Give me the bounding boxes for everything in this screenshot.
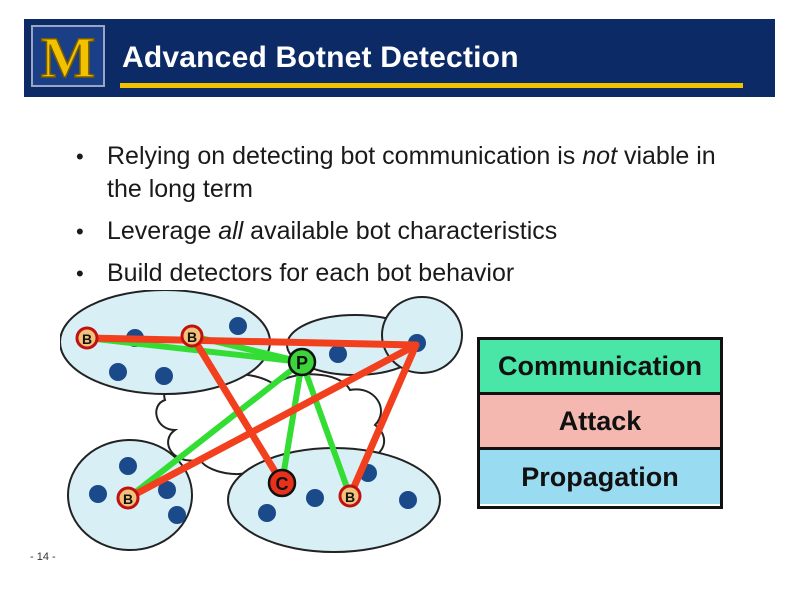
university-logo: M xyxy=(31,25,105,87)
bullet-list: • Relying on detecting bot communication… xyxy=(76,140,756,299)
bullet-item: • Leverage all available bot characteris… xyxy=(76,215,756,248)
controller-node xyxy=(267,468,297,498)
bot-node xyxy=(75,326,99,350)
behavior-legend: Communication Attack Propagation xyxy=(477,337,723,509)
logo-letter: M xyxy=(41,27,96,85)
peer-label: P xyxy=(296,353,308,373)
bot-label: B xyxy=(345,489,355,505)
attack-link xyxy=(124,341,420,502)
bullet-text-end: available bot characteristics xyxy=(243,217,558,245)
attack-link xyxy=(83,334,420,349)
host-node xyxy=(155,367,173,385)
bullet-emphasis: not xyxy=(582,142,618,170)
legend-communication: Communication xyxy=(480,340,720,395)
communication-link xyxy=(299,359,353,499)
legend-attack: Attack xyxy=(480,395,720,450)
bot-nodes: B B B B xyxy=(75,324,362,510)
communication-link xyxy=(125,359,305,501)
communication-link xyxy=(279,359,305,486)
bot-label: B xyxy=(82,331,92,347)
block-m-logo-icon: M xyxy=(40,27,96,85)
bullet-dot-icon: • xyxy=(76,144,84,169)
host-node xyxy=(258,504,276,522)
bullet-text: Build detectors for each bot behavior xyxy=(107,259,515,287)
host-node xyxy=(399,491,417,509)
host-node xyxy=(109,363,127,381)
network-cluster xyxy=(381,296,463,374)
host-node xyxy=(168,506,186,524)
host-node xyxy=(229,317,247,335)
slide-header: M Advanced Botnet Detection xyxy=(24,19,775,97)
slide-title: Advanced Botnet Detection xyxy=(122,41,519,74)
bot-node xyxy=(180,324,204,348)
host-node xyxy=(89,485,107,503)
peer-node xyxy=(287,347,317,377)
bullet-text-end: viable in the long term xyxy=(107,142,716,203)
bullet-item: • Relying on detecting bot communication… xyxy=(76,140,756,206)
botnet-diagram: B B B B P C xyxy=(60,290,463,553)
bullet-item: • Build detectors for each bot behavior xyxy=(76,257,756,290)
bullet-dot-icon: • xyxy=(76,261,84,286)
bullet-emphasis: all xyxy=(218,217,244,245)
host-node xyxy=(119,457,137,475)
page-number: - 14 - xyxy=(30,551,56,563)
attack-link xyxy=(188,332,286,487)
host-node xyxy=(306,489,324,507)
bullet-dot-icon: • xyxy=(76,219,84,244)
host-node xyxy=(329,345,347,363)
bot-label: B xyxy=(123,491,133,507)
bullet-text: Relying on detecting bot communication i… xyxy=(107,142,583,170)
legend-propagation: Propagation xyxy=(480,450,720,504)
title-underline xyxy=(120,83,743,88)
bot-label: B xyxy=(187,329,197,345)
bullet-text: Leverage xyxy=(107,217,219,245)
bot-node xyxy=(116,486,140,510)
host-node xyxy=(158,481,176,499)
bot-node xyxy=(338,484,362,508)
attack-link xyxy=(346,341,420,500)
controller-label: C xyxy=(276,474,289,494)
